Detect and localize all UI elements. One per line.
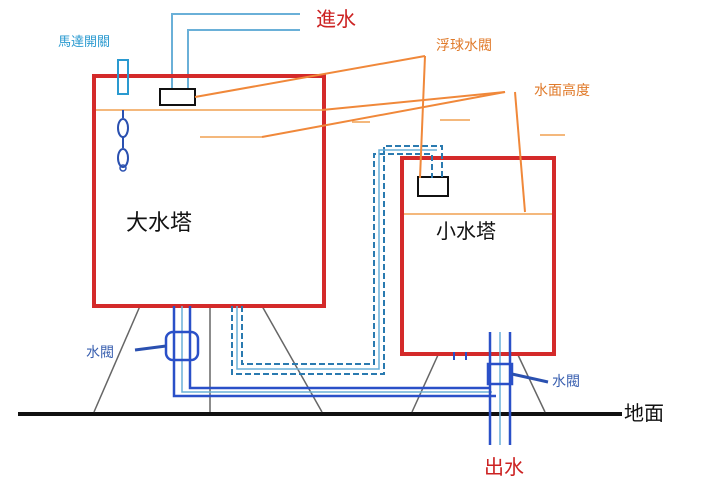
water-level-dashes <box>200 119 565 138</box>
inlet-pipe <box>171 13 300 88</box>
right-valve-label: 水閥 <box>552 374 580 390</box>
small-tower <box>400 156 556 356</box>
float-valve-label: 浮球水閥 <box>436 38 492 54</box>
big-tower-outlet-pipe-inner <box>181 306 492 393</box>
transfer-pipe <box>231 145 443 375</box>
big-tower-float-valve <box>159 88 196 106</box>
big-tower-legs <box>93 305 323 413</box>
inlet-label: 進水 <box>316 7 356 31</box>
small-tower-bottom-ticks <box>453 352 467 360</box>
big-tower-label: 大水塔 <box>126 211 192 236</box>
left-valve-leader <box>134 344 167 352</box>
big-tower <box>92 74 326 308</box>
outlet-pipe <box>488 332 512 445</box>
small-tower-legs <box>411 354 546 413</box>
small-tower-float-valve <box>417 176 449 197</box>
transfer-pipe-solid <box>236 149 437 370</box>
water-level-label: 水面高度 <box>534 82 590 99</box>
motor-switch <box>117 59 129 172</box>
outlet-label: 出水 <box>484 455 524 479</box>
callout-leaders <box>194 55 526 213</box>
right-valve-leader <box>511 372 549 384</box>
ground-label: 地面 <box>624 401 664 425</box>
big-tower-outlet-pipe <box>172 306 496 398</box>
motor-switch-label: 馬達開關 <box>58 35 110 50</box>
small-tower-label: 小水塔 <box>436 219 496 243</box>
left-valve-label: 水閥 <box>86 345 114 361</box>
